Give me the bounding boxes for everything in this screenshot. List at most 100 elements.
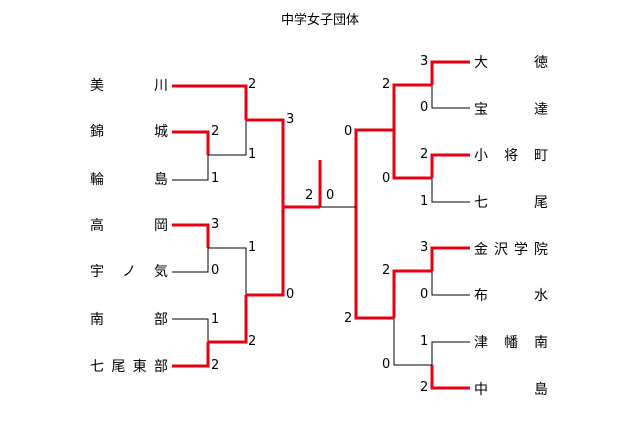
score-right-team-2: 0	[420, 100, 429, 115]
team-name-char: 錦	[90, 124, 104, 140]
team-name-char: 輪	[90, 172, 104, 188]
right-team-8: 中島	[474, 380, 548, 398]
left-team-6: 南部	[90, 310, 168, 328]
left-team-2: 錦城	[90, 122, 168, 140]
team-name-char: 部	[153, 359, 168, 375]
team-name-char: 岡	[154, 218, 168, 234]
line-right-6	[431, 271, 470, 296]
score-left-r2-lower: 2	[248, 334, 257, 349]
team-name-char: 将	[504, 148, 518, 164]
line-right-1	[430, 60, 470, 85]
line-right-5	[430, 246, 470, 271]
line-left-45	[208, 247, 247, 295]
team-name-char: 気	[154, 264, 168, 280]
team-name-char: 徳	[534, 55, 548, 71]
score-right-team-8: 2	[420, 380, 429, 395]
line-left-6	[172, 318, 209, 342]
team-name-char: 島	[154, 172, 168, 188]
line-left-2v3	[208, 120, 247, 156]
team-name-char: 中	[474, 382, 488, 398]
line-right-78	[393, 318, 432, 366]
line-left-67	[208, 295, 248, 344]
left-team-3: 輪島	[90, 170, 168, 188]
line-left-1	[172, 84, 248, 120]
line-left-5	[172, 248, 209, 273]
score-left-r2-middle: 1	[248, 240, 257, 255]
score-right-r2-d: 0	[382, 357, 391, 372]
score-left-r3-upper: 3	[286, 112, 295, 127]
score-right-team-3: 2	[420, 147, 429, 162]
score-right-team-1: 3	[420, 54, 429, 69]
score-left-team-3: 1	[211, 171, 220, 186]
line-left-r2-upper	[246, 118, 285, 207]
score-right-r2-c: 2	[382, 263, 391, 278]
team-name-char: 城	[154, 124, 168, 140]
team-name-char: 幡	[504, 335, 518, 351]
team-name-char: 大	[474, 55, 488, 71]
team-name-char: 達	[534, 102, 548, 118]
left-team-1: 美川	[90, 76, 168, 94]
team-name-char: 津	[474, 335, 488, 351]
score-left-team-2: 2	[211, 124, 220, 139]
team-name-char: 沢	[494, 242, 508, 258]
score-left-team-6: 1	[211, 312, 220, 327]
score-right-team-7: 1	[420, 334, 429, 349]
team-name-char: 川	[154, 78, 168, 94]
right-team-4: 七尾	[474, 193, 548, 211]
left-team-7: 七尾東部	[90, 357, 168, 375]
line-right-r2-lower	[354, 207, 394, 320]
team-name-char: 宇	[90, 264, 104, 280]
score-right-team-6: 0	[420, 287, 429, 302]
line-right-2	[431, 85, 470, 109]
team-name-char: 町	[534, 148, 548, 164]
score-left-r2-upper: 1	[248, 147, 257, 162]
score-right-r3-upper: 0	[344, 124, 353, 139]
line-right-12	[392, 83, 432, 130]
left-team-5: 宇ノ気	[90, 262, 168, 280]
left-team-4: 高岡	[90, 216, 168, 234]
team-name-char: ノ	[122, 264, 136, 280]
score-left-team-7: 2	[211, 358, 220, 373]
score-left-team-1: 2	[248, 77, 257, 92]
team-name-char: 東	[132, 359, 147, 375]
line-right-4	[431, 178, 470, 203]
right-team-2: 宝達	[474, 100, 548, 118]
right-team-3: 小将町	[474, 146, 548, 164]
line-right-7	[431, 341, 470, 365]
team-name-char: 南	[90, 312, 104, 328]
team-name-char: 南	[534, 335, 548, 351]
right-team-7: 津幡南	[474, 333, 548, 351]
score-left-r3-lower: 0	[286, 287, 295, 302]
line-left-2	[172, 130, 210, 155]
team-name-char: 七	[474, 195, 488, 211]
team-name-char: 金	[474, 242, 488, 258]
team-name-char: 学	[514, 242, 528, 258]
score-final-right: 0	[326, 188, 335, 203]
line-right-56	[392, 269, 432, 318]
team-name-char: 部	[154, 312, 168, 328]
team-name-char: 小	[474, 148, 488, 164]
team-name-char: 美	[90, 78, 104, 94]
line-left-r2-lower	[246, 207, 285, 297]
line-right-3	[430, 153, 470, 178]
line-left-3	[172, 155, 209, 181]
team-name-char: 高	[90, 218, 104, 234]
team-name-char: 尾	[534, 195, 548, 211]
score-right-r3-lower: 2	[344, 311, 353, 326]
right-team-6: 布水	[474, 286, 548, 304]
score-final-left: 2	[305, 188, 314, 203]
score-right-r2-b: 0	[382, 171, 391, 186]
team-name-char: 院	[534, 242, 548, 258]
line-right-34	[392, 130, 432, 180]
score-right-team-4: 1	[420, 194, 429, 209]
team-name-char: 島	[534, 382, 548, 398]
right-team-1: 大徳	[474, 53, 548, 71]
score-right-r2-a: 2	[382, 77, 391, 92]
score-left-team-5: 0	[211, 263, 220, 278]
team-name-char: 七	[90, 359, 104, 375]
line-right-r2-upper	[354, 128, 394, 207]
right-team-5: 金沢学院	[474, 240, 548, 258]
line-left-7	[172, 342, 210, 368]
team-name-char: 布	[474, 288, 488, 304]
